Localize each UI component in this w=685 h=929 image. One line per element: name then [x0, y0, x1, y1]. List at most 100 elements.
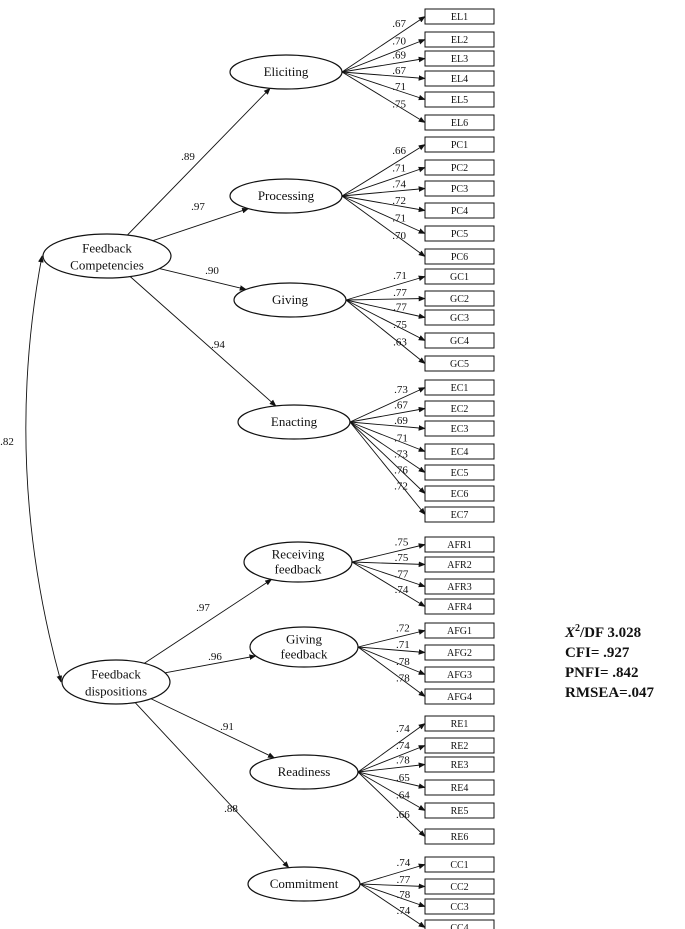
chi-symbol: X — [565, 625, 576, 641]
loading-afr2-value: .75 — [395, 552, 409, 564]
indicator-gc4-label: GC4 — [450, 336, 469, 347]
latent-fc-label: Feedback — [82, 241, 132, 256]
loading-pc6-arrow — [341, 195, 426, 257]
indicator-afg2-label: AFG2 — [447, 648, 472, 659]
loading-afr2-arrow — [351, 561, 426, 568]
loading-re6-value: .66 — [396, 809, 410, 821]
latent-fc-label: Competencies — [70, 258, 144, 273]
path-cc-coefficient: .88 — [224, 803, 238, 815]
loading-ec5-value: .73 — [394, 448, 408, 460]
loading-cc2-value: .77 — [397, 874, 411, 886]
loading-re5-value: .64 — [396, 789, 410, 801]
factor-ec-label: Enacting — [271, 414, 318, 429]
indicator-ec1-label: EC1 — [451, 383, 469, 394]
loading-gc4-arrow — [345, 299, 426, 341]
factor-el-ellipse — [229, 54, 343, 90]
indicator-afr2-label: AFR2 — [447, 560, 471, 571]
indicator-pc6-label: PC6 — [451, 252, 468, 263]
loading-re1-value: .74 — [396, 723, 410, 735]
indicator-afr1-box — [424, 536, 495, 553]
loading-pc1-value: .66 — [392, 145, 406, 157]
indicator-pc4-box — [424, 202, 495, 219]
loading-afg2-arrow — [357, 646, 426, 655]
loading-ec7-value: .72 — [394, 480, 408, 492]
loading-ec3-value: .69 — [394, 415, 408, 427]
loading-afg3-arrow — [357, 646, 426, 675]
factor-el-label: Eliciting — [264, 64, 309, 79]
loading-ec1-value: .73 — [394, 384, 408, 396]
indicator-ec3-label: EC3 — [451, 424, 469, 435]
loading-ec6-arrow — [349, 421, 426, 494]
factor-afg-ellipse — [249, 626, 359, 668]
path-pc-arrow — [152, 207, 250, 242]
indicator-ec7-box — [424, 506, 495, 523]
loading-afg4-arrow — [357, 646, 426, 697]
loading-afr3-value: .77 — [395, 569, 409, 581]
loading-el6-value: .75 — [392, 98, 406, 110]
indicator-afg2-box — [424, 644, 495, 661]
indicator-el5-box — [424, 91, 495, 108]
indicator-cc4-box — [424, 919, 495, 929]
loading-re2-arrow — [357, 745, 426, 773]
indicator-afg1-box — [424, 622, 495, 639]
factor-pc-ellipse — [229, 178, 343, 214]
loading-ec1-arrow — [349, 387, 426, 423]
loading-el2-arrow — [341, 39, 426, 73]
indicator-gc3-label: GC3 — [450, 313, 469, 324]
indicator-afg3-label: AFG3 — [447, 670, 472, 681]
indicator-el1-box — [424, 8, 495, 25]
loading-re3-arrow — [357, 762, 426, 773]
indicator-re4-box — [424, 779, 495, 796]
indicator-el3-box — [424, 50, 495, 67]
indicator-re3-box — [424, 756, 495, 773]
factor-re-label: Readiness — [278, 764, 331, 779]
indicator-ec5-label: EC5 — [451, 468, 469, 479]
chi-square-ratio: X2/DF 3.028 — [565, 619, 654, 643]
loading-el4-arrow — [341, 71, 426, 81]
loading-cc4-value: .74 — [397, 905, 411, 917]
path-arrows — [25, 16, 426, 928]
loading-re3-value: .78 — [396, 754, 410, 766]
indicator-el4-label: EL4 — [451, 74, 468, 85]
indicator-afr4-box — [424, 598, 495, 615]
loading-pc5-arrow — [341, 195, 426, 234]
path-cc-arrow — [134, 702, 290, 869]
indicator-pc2-label: PC2 — [451, 163, 468, 174]
factor-re-ellipse — [249, 754, 359, 790]
loading-gc4-value: .75 — [393, 319, 407, 331]
indicator-cc2-box — [424, 878, 495, 895]
loading-ec3-arrow — [349, 421, 426, 431]
path-afg-coefficient: .96 — [208, 651, 222, 663]
indicator-gc2-label: GC2 — [450, 294, 469, 305]
indicator-ec5-box — [424, 464, 495, 481]
loading-afg2-value: .71 — [396, 639, 410, 651]
loading-gc1-value: .71 — [393, 270, 407, 282]
loading-el1-arrow — [341, 16, 426, 73]
loading-pc4-arrow — [341, 195, 426, 213]
indicator-cc3-box — [424, 898, 495, 915]
model-fit-indices: X2/DF 3.028 CFI= .927 PNFI= .842 RMSEA=.… — [565, 619, 654, 703]
latent-fd-ellipse — [61, 659, 171, 705]
loading-pc4-value: .72 — [392, 195, 406, 207]
path-afr-arrow — [144, 579, 273, 664]
path-gc-arrow — [159, 268, 247, 291]
indicator-el1-label: EL1 — [451, 12, 468, 23]
indicator-pc5-box — [424, 225, 495, 242]
indicator-afg1-label: AFG1 — [447, 626, 472, 637]
loading-re6-arrow — [357, 771, 426, 837]
loading-afg1-value: .72 — [396, 622, 410, 634]
factor-afr-label: feedback — [275, 562, 322, 577]
correlation-coefficient: .82 — [0, 436, 14, 448]
loading-pc1-arrow — [341, 144, 426, 197]
loading-pc3-arrow — [341, 186, 426, 197]
cfi-value: CFI= .927 — [565, 645, 630, 661]
factor-gc-label: Giving — [272, 292, 309, 307]
factor-cc-label: Commitment — [270, 876, 339, 891]
chi-exponent: 2 — [575, 623, 581, 634]
indicator-pc1-label: PC1 — [451, 140, 468, 151]
loading-ec4-value: .71 — [394, 432, 408, 444]
loading-afr1-value: .75 — [395, 537, 409, 549]
indicator-afr4-label: AFR4 — [447, 602, 471, 613]
path-re-arrow — [150, 698, 275, 759]
